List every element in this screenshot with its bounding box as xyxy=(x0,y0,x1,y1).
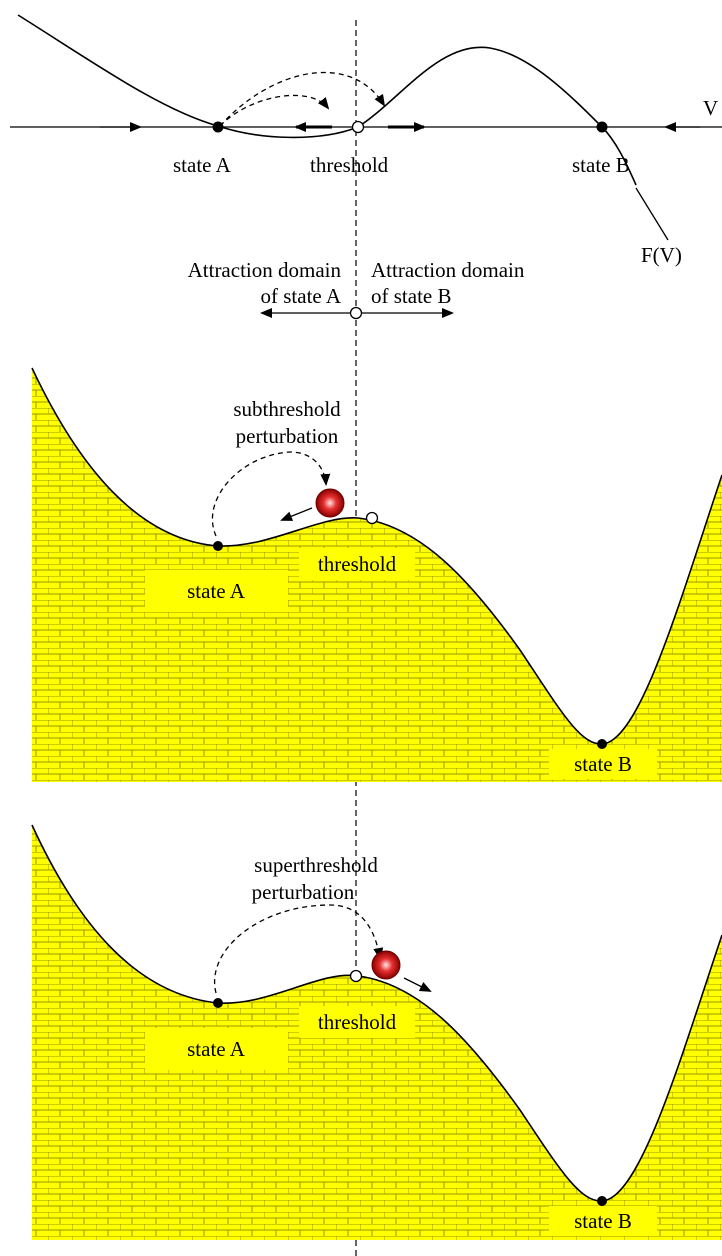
threshold-point xyxy=(367,513,378,524)
domain-a-line1: Attraction domain xyxy=(188,258,342,282)
return-arrow xyxy=(282,508,312,520)
threshold-label: threshold xyxy=(310,153,389,177)
state-b-label: state B xyxy=(574,1209,632,1233)
state-a-label: state A xyxy=(187,1037,246,1061)
state-a-point xyxy=(213,541,223,551)
superthreshold-panel: state A threshold state B superthreshold… xyxy=(32,825,722,1240)
function-label: F(V) xyxy=(641,243,682,267)
attraction-domains: Attraction domain of state A Attraction … xyxy=(188,258,525,319)
threshold-point xyxy=(353,122,364,133)
state-a-label: state A xyxy=(187,579,246,603)
threshold-label: threshold xyxy=(318,1010,397,1034)
state-b-point xyxy=(597,739,607,749)
state-b-point xyxy=(597,122,608,133)
caption-line1: superthreshold xyxy=(254,853,378,877)
perturbation-arc xyxy=(212,452,326,536)
domain-b-line1: Attraction domain xyxy=(371,258,525,282)
state-a-point xyxy=(213,122,224,133)
top-panel: V F(V) state A threshold state B xyxy=(10,15,722,267)
subthreshold-panel: state A threshold state B subthreshold p… xyxy=(32,368,722,782)
domain-b-line2: of state B xyxy=(371,284,451,308)
domain-boundary-point xyxy=(351,308,362,319)
large-perturbation-arc xyxy=(220,72,384,126)
state-b-label: state B xyxy=(574,752,632,776)
ball xyxy=(316,489,344,517)
state-a-label: state A xyxy=(173,153,232,177)
domain-a-line2: of state A xyxy=(261,284,342,308)
state-b-label: state B xyxy=(572,153,630,177)
escape-arrow xyxy=(404,978,430,991)
caption-line2: perturbation xyxy=(252,880,355,904)
threshold-point xyxy=(351,971,362,982)
state-b-point xyxy=(597,1196,607,1206)
caption-line1: subthreshold xyxy=(233,397,341,421)
state-a-point xyxy=(213,998,223,1008)
threshold-label: threshold xyxy=(318,552,397,576)
f-of-v-pointer xyxy=(636,188,668,240)
ball xyxy=(372,951,400,979)
axis-label: V xyxy=(703,96,718,120)
caption-line2: perturbation xyxy=(236,424,339,448)
